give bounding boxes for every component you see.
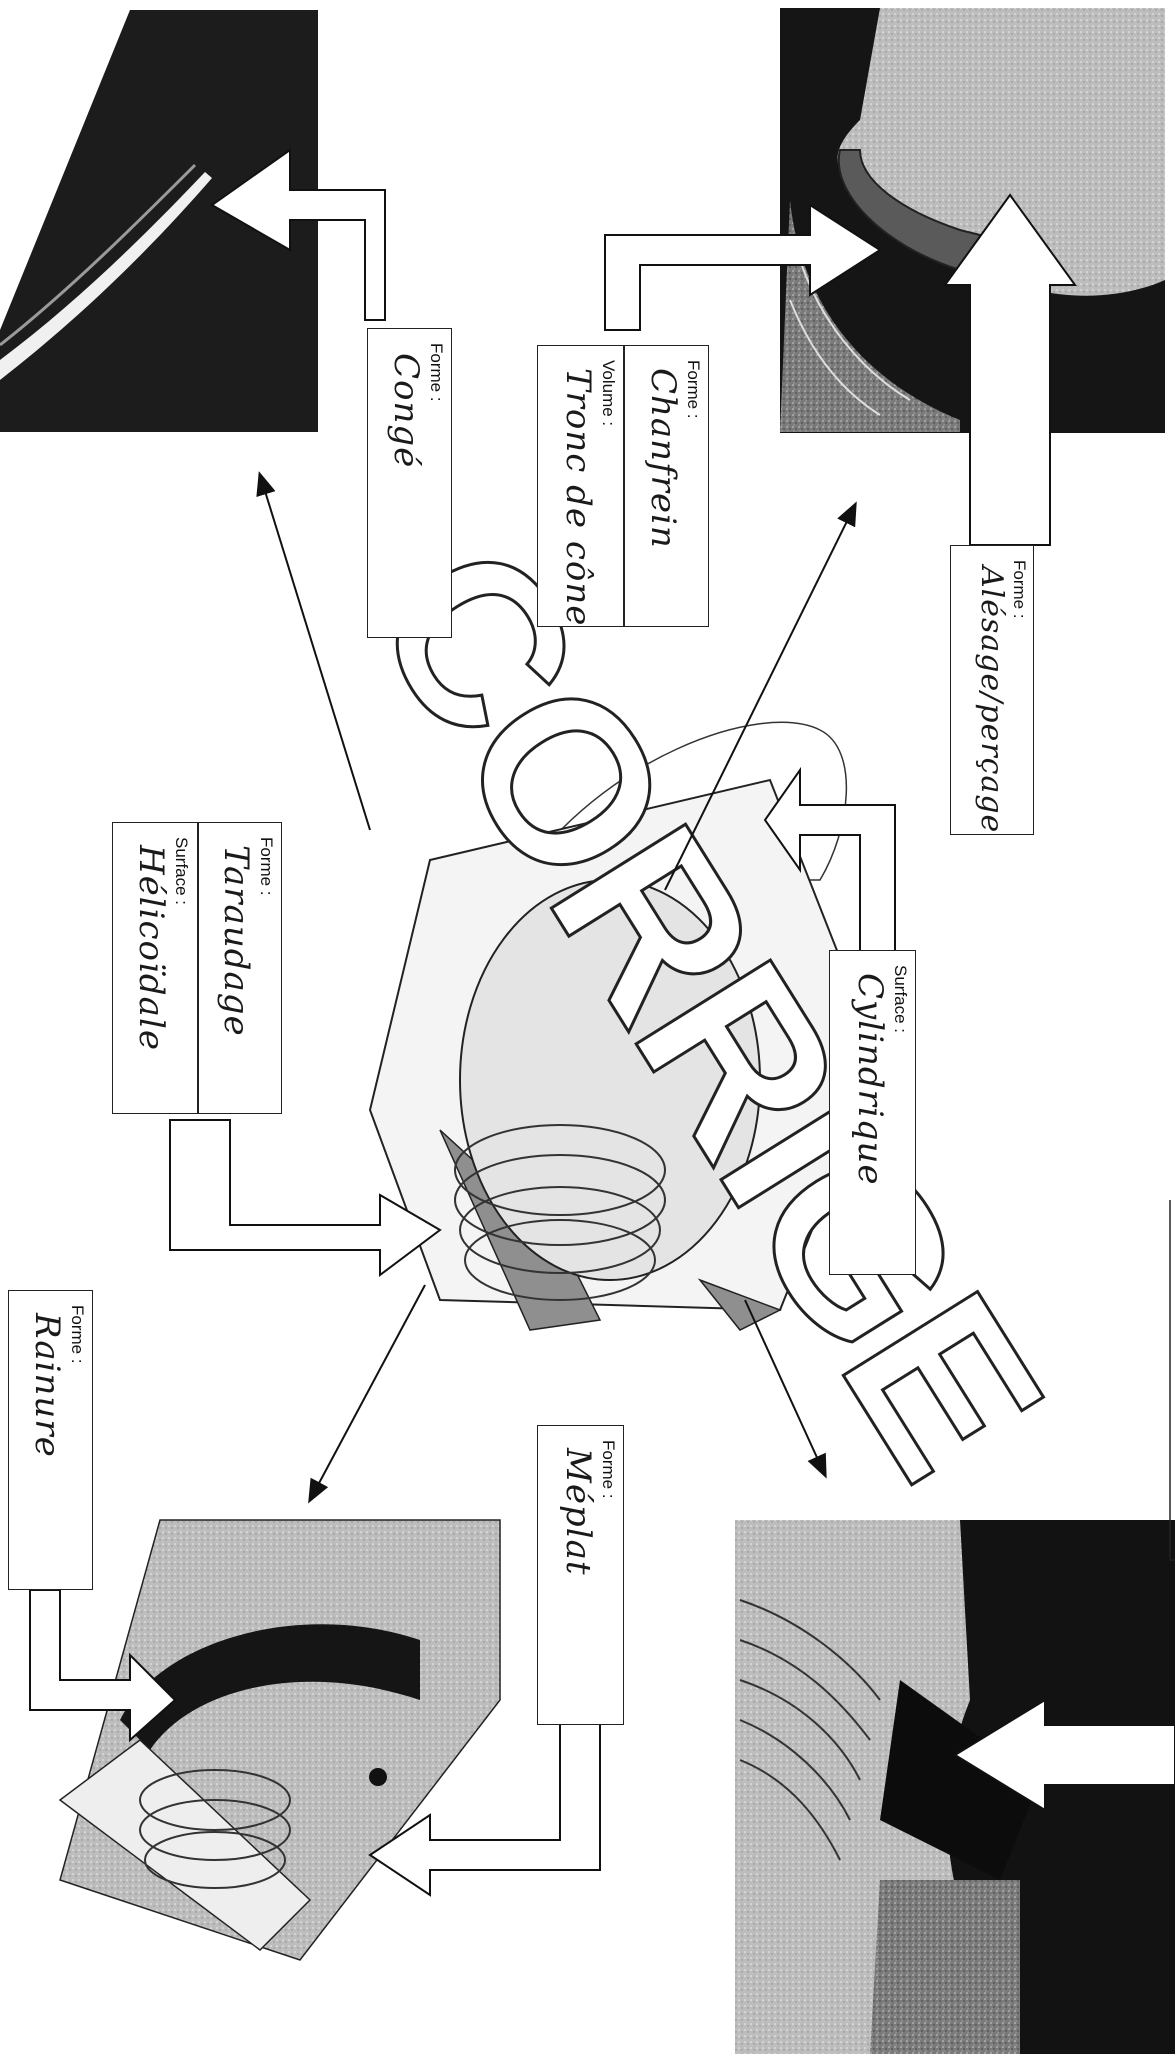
cylindrical-arrow [763, 766, 896, 956]
chanfrein-key: Forme : [684, 360, 703, 419]
surface-helicoidale-key: Surface : [172, 837, 191, 906]
conge-key: Forme : [427, 343, 446, 402]
alesage-key: Forme : [1010, 560, 1029, 619]
label-taraudage: Forme : Taraudage Surface : Hélicoïdale [112, 822, 282, 1114]
label-conge: Forme : Congé [367, 328, 452, 638]
groove-detail-image [29, 1519, 601, 1961]
chanfrein-value: Chanfrein [643, 368, 683, 549]
label-meplat: Forme : Méplat [537, 1425, 624, 1725]
label-alesage: Forme : Alésage/perçage [950, 545, 1034, 835]
volume-key: Volume : [599, 360, 618, 427]
fillet-detail-image [0, 10, 386, 432]
label-cylindrique: Surface : Cylindrique [829, 950, 916, 1275]
cylindrique-key: Surface : [891, 965, 910, 1034]
meplat-key: Forme : [599, 1440, 618, 1499]
taraudage-value: Taraudage [216, 845, 256, 1037]
conge-value: Congé [386, 353, 426, 469]
thread-detail-image [735, 1200, 1175, 2054]
volume-value: Tronc de cône [558, 368, 598, 627]
alesage-value: Alésage/perçage [974, 566, 1009, 834]
label-rainure: Forme : Rainure [8, 1290, 93, 1590]
cylindrique-value: Cylindrique [850, 973, 890, 1186]
taraudage-key: Forme : [257, 837, 276, 896]
rainure-value: Rainure [27, 1313, 67, 1458]
pointer-arrows [256, 471, 857, 1504]
tapping-arrow [169, 1119, 442, 1277]
surface-helicoidale-value: Hélicoïdale [131, 845, 171, 1051]
chamfer-detail-image [604, 8, 1165, 546]
label-chanfrein: Forme : Chanfrein Volume : Tronc de cône [537, 345, 709, 627]
rainure-key: Forme : [68, 1305, 87, 1364]
meplat-value: Méplat [558, 1448, 598, 1576]
